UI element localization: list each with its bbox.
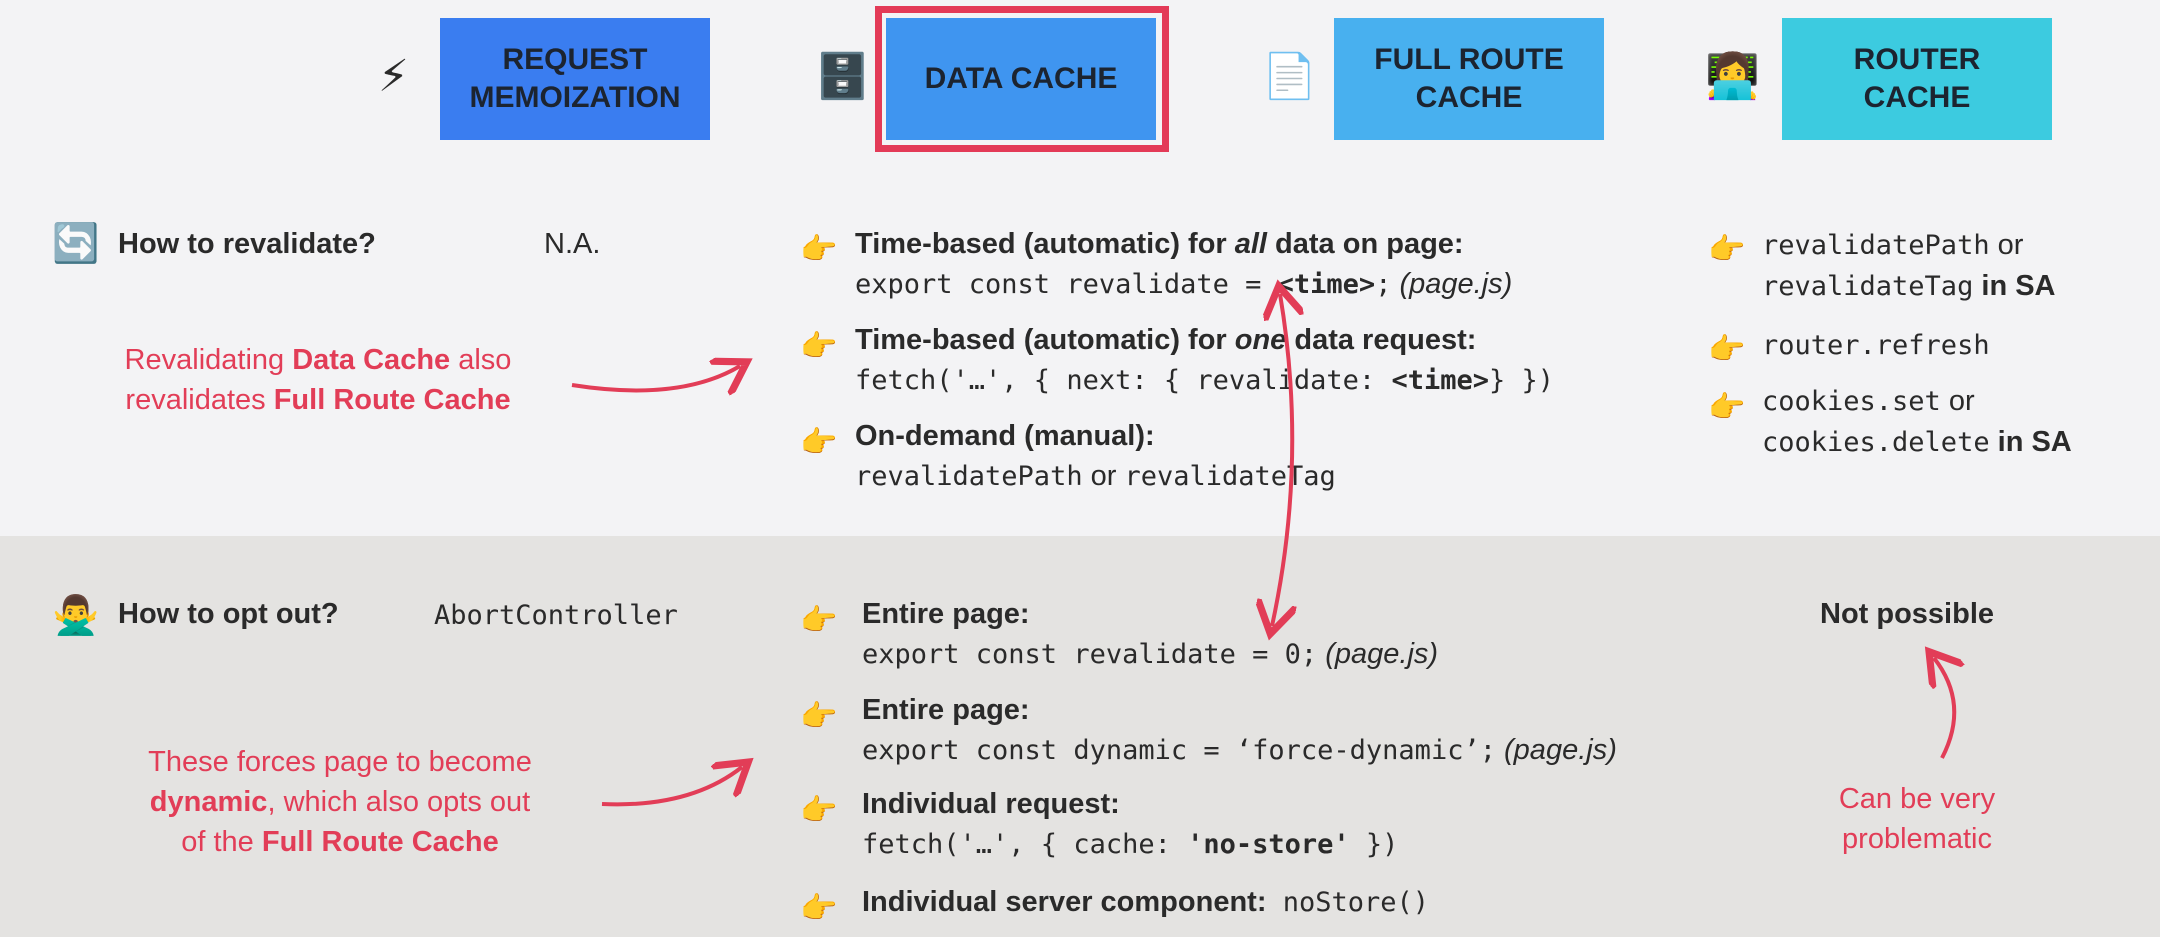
router-revalidate-item-cookies: cookies.set or cookies.delete in SA xyxy=(1762,385,2072,458)
document-icon: 📄 xyxy=(1262,51,1317,102)
pointer-icon: 👉 xyxy=(1708,332,1746,367)
revalidate-label: How to revalidate? xyxy=(118,228,376,260)
pointer-icon: 👉 xyxy=(1708,390,1746,425)
pointer-icon: 👉 xyxy=(800,699,838,734)
optout-item-no-store-component: Individual server component: noStore() xyxy=(862,886,1430,918)
memo-optout-value: AbortController xyxy=(434,600,678,631)
revalidate-note: Revalidating Data Cache also revalidates… xyxy=(124,344,512,416)
memo-revalidate-value: N.A. xyxy=(544,228,601,260)
pointer-icon: 👉 xyxy=(800,891,838,926)
optout-label: How to opt out? xyxy=(118,598,339,630)
data-cache-header: DATA CACHE xyxy=(886,18,1156,140)
data-cache-highlight xyxy=(875,6,1169,152)
person-gesturing-no-icon: 🙅‍♂️ xyxy=(52,593,100,637)
technologist-icon: 👩‍💻 xyxy=(1705,51,1760,102)
pointer-icon: 👉 xyxy=(800,329,838,364)
router-revalidate-item-refresh: router.refresh xyxy=(1762,330,1990,361)
optout-item-force-dynamic: Entire page: export const dynamic = ‘for… xyxy=(862,694,1617,766)
pointer-icon: 👉 xyxy=(1708,232,1746,267)
router-revalidate-item-path-tag: revalidatePath or revalidateTag in SA xyxy=(1762,229,2056,302)
pointer-icon: 👉 xyxy=(800,603,838,638)
file-cabinet-icon: 🗄️ xyxy=(815,51,870,102)
revalidate-item-on-demand: On-demand (manual): revalidatePath or re… xyxy=(855,420,1336,492)
optout-note: These forces page to become dynamic, whi… xyxy=(148,746,532,858)
router-optout-note: Can be very problematic xyxy=(1838,783,1996,855)
optout-section xyxy=(0,536,2160,937)
revalidate-item-time-all: Time-based (automatic) for all data on p… xyxy=(855,228,1513,300)
pointer-icon: 👉 xyxy=(800,232,838,267)
revalidate-item-time-one: Time-based (automatic) for one data requ… xyxy=(855,324,1555,396)
pointer-icon: 👉 xyxy=(800,425,838,460)
lightning-icon: ⚡ xyxy=(378,51,409,102)
optout-item-revalidate-zero: Entire page: export const revalidate = 0… xyxy=(862,598,1439,670)
router-optout-value: Not possible xyxy=(1820,598,1995,630)
optout-item-no-store: Individual request: fetch('…', { cache: … xyxy=(862,788,1399,860)
pointer-icon: 👉 xyxy=(800,793,838,828)
refresh-icon: 🔄 xyxy=(52,221,100,265)
